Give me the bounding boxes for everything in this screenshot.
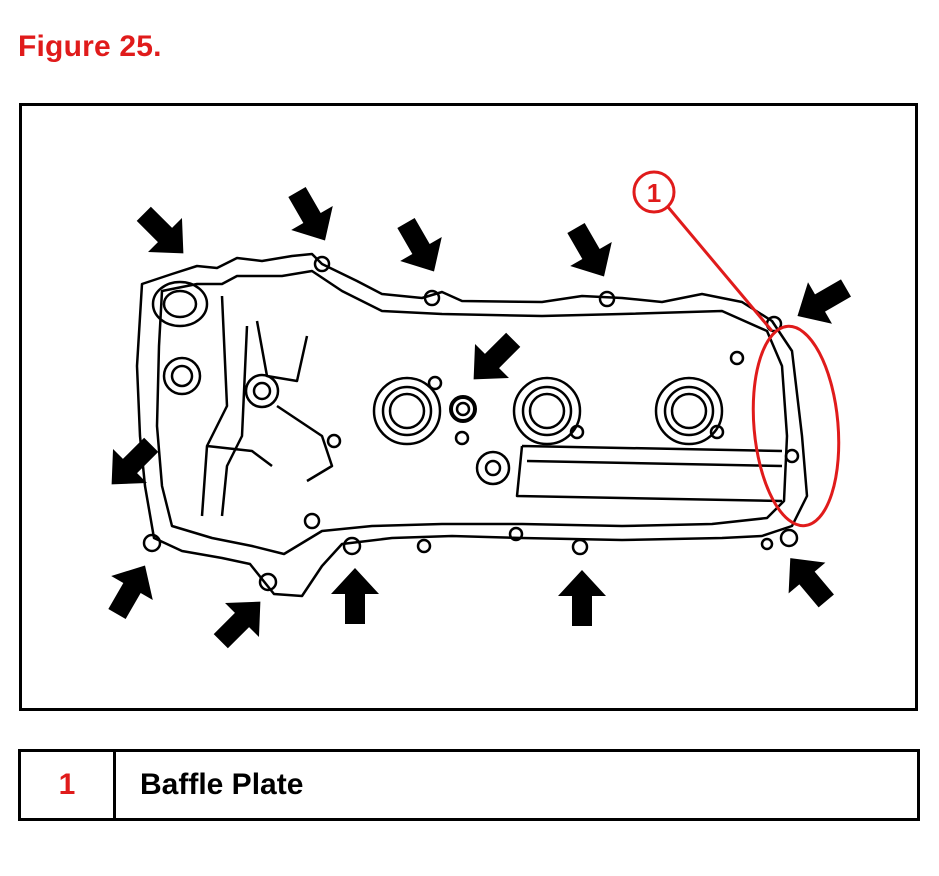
figure-title: Figure 25. — [18, 30, 162, 63]
bolt-location-arrows — [94, 180, 858, 659]
bolt-location-arrow-icon — [276, 180, 346, 253]
valve-cover-illustration: 1 — [94, 170, 858, 659]
legend-label: Baffle Plate — [140, 768, 304, 801]
bolt-location-arrow-icon — [555, 216, 625, 289]
bolt-location-arrow-icon — [771, 542, 845, 617]
callout-number: 1 — [647, 178, 661, 208]
legend-number: 1 — [21, 752, 116, 818]
bolt-location-arrow-icon — [558, 570, 606, 626]
bolt-location-arrow-icon — [331, 568, 379, 624]
legend-table: 1 Baffle Plate — [18, 749, 920, 821]
figure-frame: 1 — [19, 103, 918, 711]
bolt-location-arrow-icon — [385, 211, 455, 284]
valve-cover-drawing — [135, 252, 809, 598]
baffle-plate-highlight — [751, 324, 841, 528]
bolt-location-arrow-icon — [126, 196, 201, 271]
bolt-location-arrow-icon — [96, 553, 166, 626]
callout-1: 1 — [632, 170, 841, 528]
bolt-location-arrow-icon — [203, 584, 278, 659]
bolt-location-arrow-icon — [456, 322, 531, 397]
